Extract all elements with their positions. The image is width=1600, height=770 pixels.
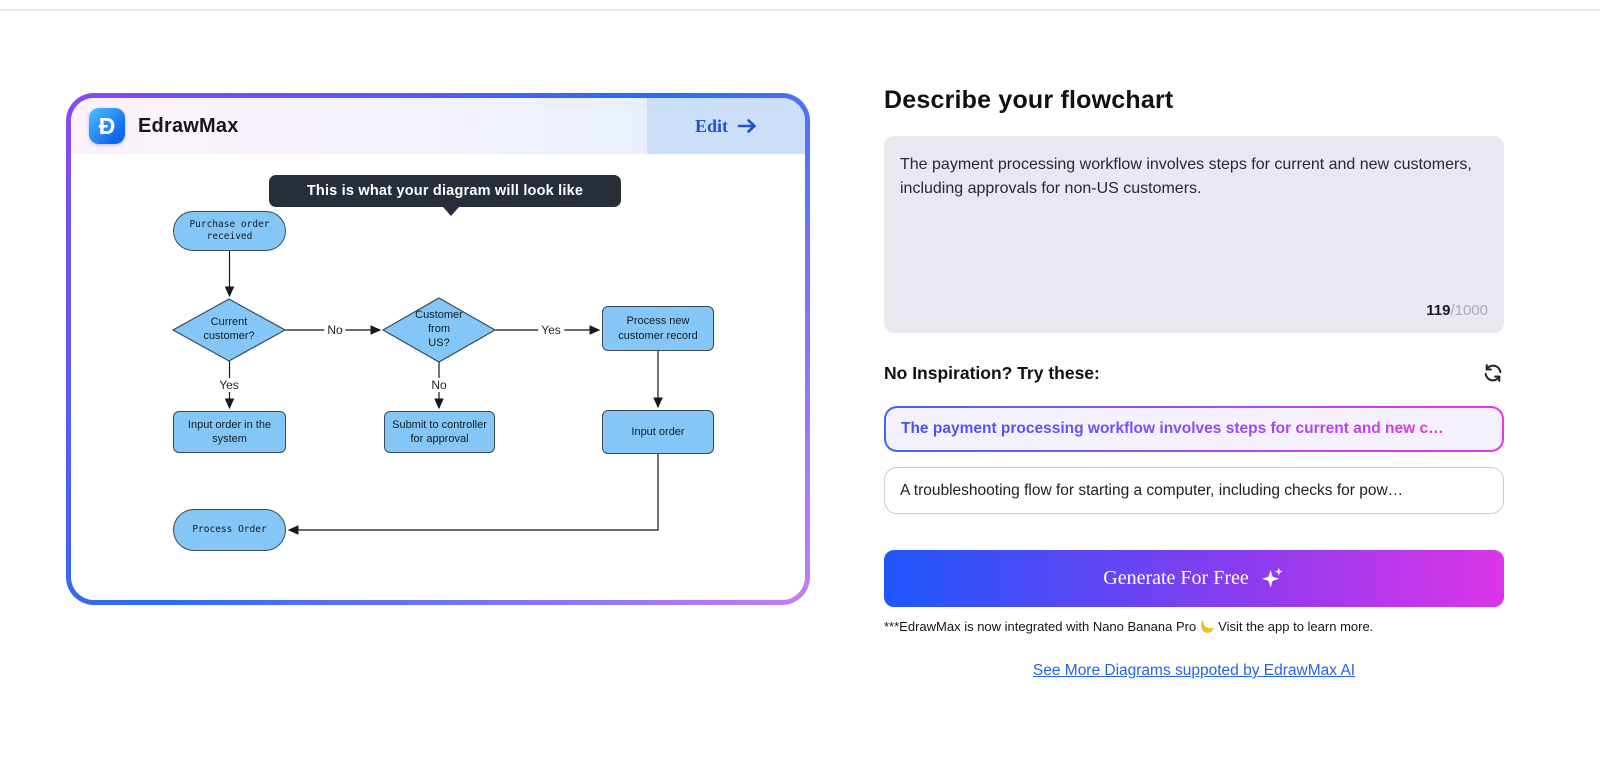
edge-label-no-middle: No: [324, 323, 346, 337]
inspiration-label: No Inspiration? Try these:: [884, 362, 1100, 383]
note-prefix: ***EdrawMax is now integrated with Nano …: [884, 619, 1197, 634]
char-count: 119: [1426, 301, 1451, 319]
node-process-order[interactable]: Process Order: [173, 509, 286, 551]
suggestion-payment-workflow[interactable]: The payment processing workflow involves…: [884, 406, 1504, 452]
suggestion-troubleshooting-flow[interactable]: A troubleshooting flow for starting a co…: [884, 467, 1504, 514]
page-top-divider: [0, 9, 1600, 11]
see-more-diagrams-link[interactable]: See More Diagrams suppoted by EdrawMax A…: [1032, 662, 1356, 679]
preview-card: Ɖ EdrawMax Edit This is what your diagra…: [66, 93, 810, 605]
sparkles-icon: [1261, 567, 1283, 588]
edge-label-yes-left: Yes: [216, 378, 242, 392]
suggestion-2-label: A troubleshooting flow for starting a co…: [900, 481, 1404, 499]
edit-button-label: Edit: [694, 115, 728, 136]
preview-card-header: Ɖ EdrawMax Edit: [71, 98, 805, 154]
node-input-order[interactable]: Input order: [602, 410, 714, 454]
refresh-icon: [1484, 364, 1502, 382]
brand-title: EdrawMax: [138, 114, 239, 137]
node-current-customer[interactable]: Current customer?: [203, 316, 255, 342]
description-text: The payment processing workflow involves…: [900, 156, 1472, 197]
generate-button-label: Generate For Free: [1103, 567, 1249, 589]
banana-icon: [1201, 619, 1214, 633]
edit-button[interactable]: Edit: [647, 98, 805, 154]
integration-note: ***EdrawMax is now integrated with Nano …: [884, 619, 1504, 634]
page-title: Describe your flowchart: [884, 86, 1174, 114]
char-counter: 119/1000: [1426, 300, 1488, 323]
char-max: /1000: [1450, 301, 1488, 319]
node-input-order-in-system[interactable]: Input order in the system: [173, 411, 286, 453]
note-suffix: Visit the app to learn more.: [1218, 619, 1374, 634]
generate-for-free-button[interactable]: Generate For Free: [884, 550, 1504, 607]
decision-current-customer-shape: [171, 298, 287, 362]
node-process-new-customer-record[interactable]: Process new customer record: [602, 306, 714, 351]
preview-tooltip: This is what your diagram will look like: [269, 175, 621, 216]
node-purchase-order-received[interactable]: Purchase order received: [173, 211, 286, 251]
node-customer-from-us[interactable]: Customer from US?: [415, 309, 463, 349]
decision-customer-from-us-shape: [381, 297, 497, 363]
suggestion-1-label: The payment processing workflow involves…: [901, 420, 1444, 437]
node-submit-to-controller[interactable]: Submit to controller for approval: [384, 411, 495, 453]
description-textarea[interactable]: The payment processing workflow involves…: [884, 136, 1504, 333]
flowchart-preview: This is what your diagram will look like: [71, 154, 805, 600]
edrawmax-logo-icon: Ɖ: [89, 108, 125, 144]
edge-label-yes-right: Yes: [538, 323, 564, 337]
edge-label-no-bottom: No: [428, 378, 450, 392]
arrow-right-icon: [737, 119, 756, 133]
describe-panel: Describe your flowchart The payment proc…: [884, 86, 1504, 680]
flowchart-edges: [171, 251, 663, 535]
refresh-button[interactable]: [1482, 362, 1504, 384]
